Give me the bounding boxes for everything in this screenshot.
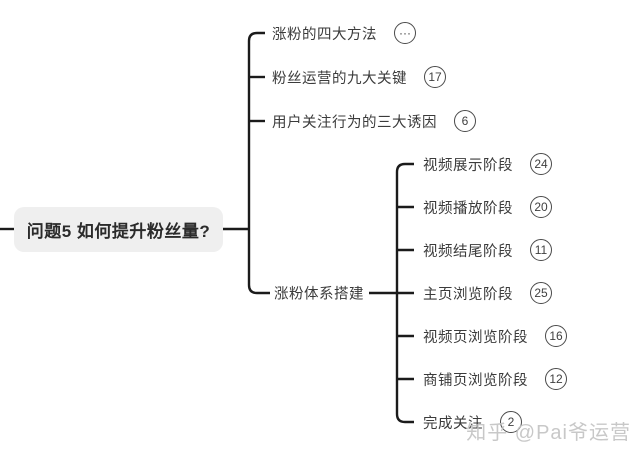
subbranch-label: 视频结尾阶段 [423,243,513,260]
collapsed-count-badge[interactable]: 6 [454,110,476,132]
subbranch-node-homepage-browse[interactable]: 主页浏览阶段 25 [423,282,552,304]
collapsed-count-badge[interactable]: 25 [530,282,552,304]
root-node-label: 问题5 如何提升粉丝量? [26,222,211,241]
collapsed-count-badge[interactable]: 24 [530,153,552,175]
collapsed-count-badge[interactable]: 11 [530,239,552,261]
level1-trunk-line [247,31,270,295]
collapsed-count-badge[interactable]: 17 [424,66,446,88]
branch-label: 粉丝运营的九大关键 [272,70,407,87]
branch-node-three-triggers[interactable]: 用户关注行为的三大诱因 6 [272,110,476,132]
branch-label: 用户关注行为的三大诱因 [272,114,437,131]
branch-label: 涨粉的四大方法 [272,26,377,43]
collapsed-count-badge[interactable]: 20 [530,196,552,218]
subbranch-node-videopage-browse[interactable]: 视频页浏览阶段 16 [423,325,567,347]
collapsed-count-badge[interactable]: 16 [545,325,567,347]
subbranch-label: 完成关注 [423,415,483,432]
subbranch-node-video-play[interactable]: 视频播放阶段 20 [423,196,552,218]
subbranch-label: 视频页浏览阶段 [423,329,528,346]
subbranch-node-follow-complete[interactable]: 完成关注 2 [423,411,522,433]
subbranch-label: 商铺页浏览阶段 [423,372,528,389]
subbranch-node-video-ending[interactable]: 视频结尾阶段 11 [423,239,552,261]
collapsed-count-badge[interactable]: 2 [500,411,522,433]
collapsed-count-badge[interactable]: ··· [394,22,416,44]
collapsed-count-badge[interactable]: 12 [545,368,567,390]
zhihu-watermark: 知乎 @Pai爷运营 [466,422,631,444]
subbranch-label: 视频播放阶段 [423,200,513,217]
subbranch-label: 主页浏览阶段 [423,286,513,303]
branch-node-four-methods[interactable]: 涨粉的四大方法 ··· [272,22,416,44]
branch-node-nine-keys[interactable]: 粉丝运营的九大关键 17 [272,66,446,88]
subbranch-label: 视频展示阶段 [423,157,513,174]
root-node[interactable]: 问题5 如何提升粉丝量? [14,207,223,252]
branch-label: 涨粉体系搭建 [274,286,364,303]
subbranch-node-shoppage-browse[interactable]: 商铺页浏览阶段 12 [423,368,567,390]
subbranch-node-video-display[interactable]: 视频展示阶段 24 [423,153,552,175]
branch-node-fan-growth-system[interactable]: 涨粉体系搭建 [274,283,364,304]
